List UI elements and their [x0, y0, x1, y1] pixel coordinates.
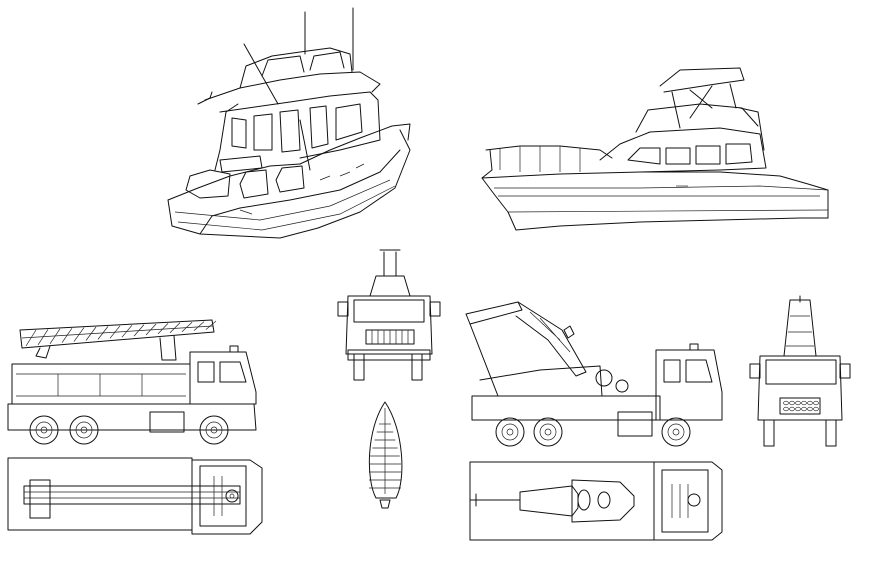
- grille-slot: [807, 400, 813, 406]
- grille-slot: [795, 400, 801, 406]
- ladder-rung: [85, 326, 97, 341]
- ladder-rung: [133, 324, 145, 337]
- yacht-front-perspective: [167, 7, 411, 239]
- grille-slot: [813, 406, 819, 412]
- tow-truck-plan: [469, 461, 723, 541]
- ladder-rung: [205, 320, 217, 330]
- ladder-rung: [37, 329, 49, 346]
- ladder-rung: [109, 325, 121, 339]
- ladder-rung: [61, 328, 73, 343]
- grille-slot: [801, 400, 807, 406]
- yacht-side-elevation: [481, 67, 829, 231]
- grille-slot: [807, 406, 813, 412]
- tow-truck-side: [465, 301, 723, 447]
- truck-front-elevation: [337, 249, 441, 381]
- ladder-rung: [49, 328, 61, 344]
- fire-truck-side: [7, 319, 257, 445]
- ladder-rung: [25, 329, 37, 347]
- grille-slot: [789, 400, 795, 406]
- grille-slot: [795, 406, 801, 412]
- grille-slot: [783, 400, 789, 406]
- fire-truck-plan: [7, 457, 263, 535]
- ladder-rung: [145, 323, 157, 336]
- tow-truck-front-elevation: [749, 295, 851, 447]
- ladder-rung: [193, 321, 205, 331]
- ladder-rung: [121, 324, 133, 338]
- ladder-rung: [157, 323, 169, 335]
- grille-slot: [801, 406, 807, 412]
- ladder-rung: [181, 321, 193, 332]
- grille-slot: [783, 406, 789, 412]
- ladder-rung: [73, 327, 85, 342]
- ladder-rung: [97, 326, 109, 340]
- grille-slot: [813, 400, 819, 406]
- ladder-rung: [169, 322, 181, 334]
- grille-slot: [789, 406, 795, 412]
- rowboat-plan: [368, 401, 403, 509]
